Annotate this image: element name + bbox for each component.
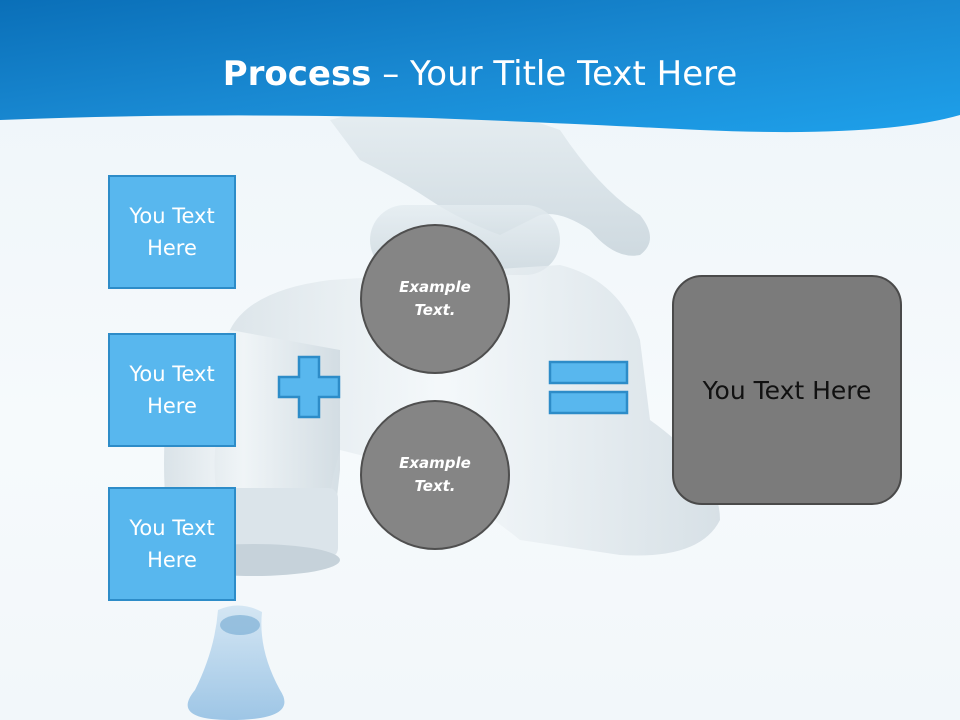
title-rest: – Your Title Text Here <box>371 54 738 94</box>
example-circle-2[interactable]: Example Text. <box>360 400 510 550</box>
example-circle-1[interactable]: Example Text. <box>360 224 510 374</box>
input-box-label: You Text Here <box>129 204 215 260</box>
title-bold: Process <box>222 54 372 94</box>
input-box-3[interactable]: You Text Here <box>108 487 236 601</box>
header-banner <box>0 0 960 133</box>
page-title: Process – Your Title Text Here <box>0 52 960 96</box>
input-box-2[interactable]: You Text Here <box>108 333 236 447</box>
input-box-label: You Text Here <box>129 516 215 572</box>
circle-label: Example Text. <box>399 454 471 495</box>
circle-label: Example Text. <box>399 278 471 319</box>
equals-icon <box>548 360 629 415</box>
result-box[interactable]: You Text Here <box>672 275 902 505</box>
result-label: You Text Here <box>702 375 872 405</box>
input-box-1[interactable]: You Text Here <box>108 175 236 289</box>
plus-icon <box>277 355 341 419</box>
input-box-label: You Text Here <box>129 362 215 418</box>
